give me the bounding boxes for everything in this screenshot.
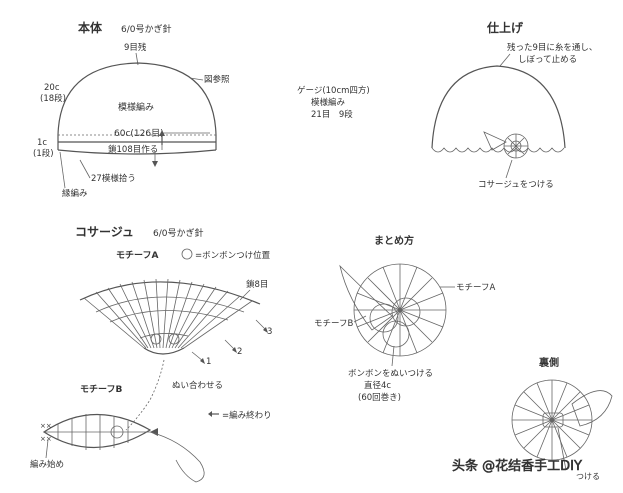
corsage-sew: ぬい合わせる [172,380,223,391]
finish-diagram: 仕上げ 残った9目に糸を通し、 しぼって止める コサージュをつける [431,20,597,190]
finish-title: 仕上げ [486,20,524,35]
hat-dome-outline [57,62,217,136]
motif-a-chart [79,278,261,355]
motif-b-start: 編み始め [30,459,64,470]
gauge-block: ゲージ(10cm四方) 模様編み 21目 9段 [297,85,370,120]
gauge-line1: ゲージ(10cm四方) [297,85,370,96]
body-left-rows: 20c [44,83,60,93]
body-hook: 6/0号かぎ針 [121,23,172,35]
brooch-pin [542,412,564,428]
finish-note-line1: 残った9目に糸を通し、 [507,42,597,53]
body-pattern: 模様編み [118,101,154,113]
gauge-line2: 模様編み [311,97,346,108]
back-attach: つける [576,472,600,481]
body-edge-rows: 1c [37,138,47,148]
body-left-rows-sub: (18段) [40,93,66,104]
end-legend-text: =編み終わり [222,410,272,421]
body-pick-up: 27模様拾う [91,173,136,184]
motif-a-row3: 3 [267,327,272,337]
body-edge-name: 縁編み [62,188,88,199]
assembly-pompom-3 [382,320,410,348]
finish-note-line2: しぼって止める [518,54,577,65]
finish-corsage-flower [483,131,529,159]
back-title: 裏側 [538,356,559,369]
motif-a-row2: 2 [237,347,242,357]
corsage-motif-a-title: モチーフA [116,250,158,261]
corsage-section: コサージュ 6/0号かぎ針 モチーフA =ボンボンつけ位置 鎖8目 3 2 1 … [30,225,272,483]
pompom-legend-text: =ボンボンつけ位置 [195,250,271,261]
motif-a-row1: 1 [206,357,211,367]
end-legend-icon [208,411,212,417]
body-top-label: 9目残 [124,42,147,53]
assembly-title: まとめ方 [374,234,414,247]
svg-text:××: ×× [40,435,52,443]
back-diagram: 裏側 つける [511,356,613,481]
pompom-legend-icon [181,248,193,260]
corsage-title: コサージュ [75,225,134,239]
body-title: 本体 [78,20,103,35]
body-circumference: 60c(126目) [114,128,164,139]
watermark: 头条 @花结香手工DIY [452,458,582,474]
body-chain: 鎖108目作る [108,144,158,155]
corsage-hook: 6/0号かぎ針 [153,227,204,239]
gauge-line3: 21目 9段 [311,109,353,120]
assembly-pompom-line3: (60回巻き) [358,392,401,403]
body-ref-label: 図参照 [204,74,230,85]
motif-b-chart: ×× ×× [40,413,205,483]
assembly-motif-a: モチーフA [456,283,495,293]
assembly-diagram: まとめ方 モチーフA モチーフB ボンボンをぬいつける 直径4c (60回巻き) [314,234,495,403]
assembly-pompom-line1: ボンボンをぬいつける [348,369,433,379]
svg-text:××: ×× [40,422,52,430]
assembly-pompom-line2: 直径4c [364,380,391,391]
assembly-motif-b: モチーフB [314,319,353,329]
corsage-motif-b-title: モチーフB [80,384,122,395]
finish-corsage-label: コサージュをつける [478,180,554,190]
finished-hat-outline [431,65,566,149]
assembly-pompom-1 [369,303,399,333]
motif-a-chain8: 鎖8目 [246,279,268,290]
hat-body-diagram: 本体 6/0号かぎ針 9目残 図参照 20c (18段) 模様編み 60c(12… [33,20,230,199]
body-edge-rows-sub: (1段) [33,148,54,159]
